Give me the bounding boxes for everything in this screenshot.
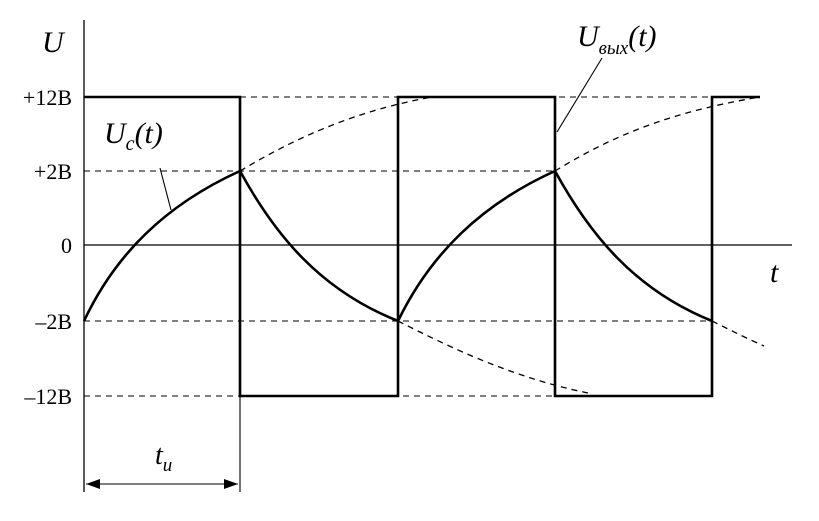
output-curve-label: Uвых(t) — [577, 20, 657, 59]
level-label-minus-2: –2B — [34, 309, 72, 334]
level-label-plus-12: +12B — [23, 85, 72, 110]
x-axis-symbol: t — [770, 256, 779, 289]
continuation-down-1 — [397, 320, 589, 394]
output-label-arg: (t) — [628, 20, 656, 53]
output-label-sub: вых — [599, 38, 629, 59]
output-square-wave — [84, 95, 760, 398]
level-labels: +12B +2B 0 –2B –12B — [23, 85, 72, 409]
continuation-up-1 — [239, 96, 433, 172]
axes: U t — [42, 20, 792, 492]
pulse-width-sub: и — [163, 455, 173, 476]
output-label-main: U — [577, 20, 601, 53]
pulse-width-arrow-right — [224, 479, 238, 489]
capacitor-label-leader — [159, 167, 172, 211]
y-axis-symbol: U — [42, 26, 66, 59]
continuation-down-2 — [711, 320, 765, 347]
capacitor-voltage-curve — [82, 169, 713, 323]
capacitor-label-sub: c — [126, 133, 135, 155]
capacitor-label-main: U — [104, 117, 128, 150]
level-label-zero: 0 — [61, 233, 72, 258]
pulse-width-main: t — [155, 440, 164, 471]
exponential-continuations — [239, 96, 765, 394]
continuation-up-2 — [554, 96, 761, 172]
pulse-width-dimension: tи — [86, 396, 241, 492]
pulse-width-label: tи — [155, 440, 172, 476]
level-label-plus-2: +2B — [34, 159, 72, 184]
capacitor-label-arg: (t) — [135, 117, 163, 150]
capacitor-curve-label: Uc(t) — [104, 117, 163, 155]
level-label-minus-12: –12B — [23, 384, 72, 409]
output-label-leader — [556, 57, 603, 133]
pulse-width-arrow-left — [86, 479, 100, 489]
